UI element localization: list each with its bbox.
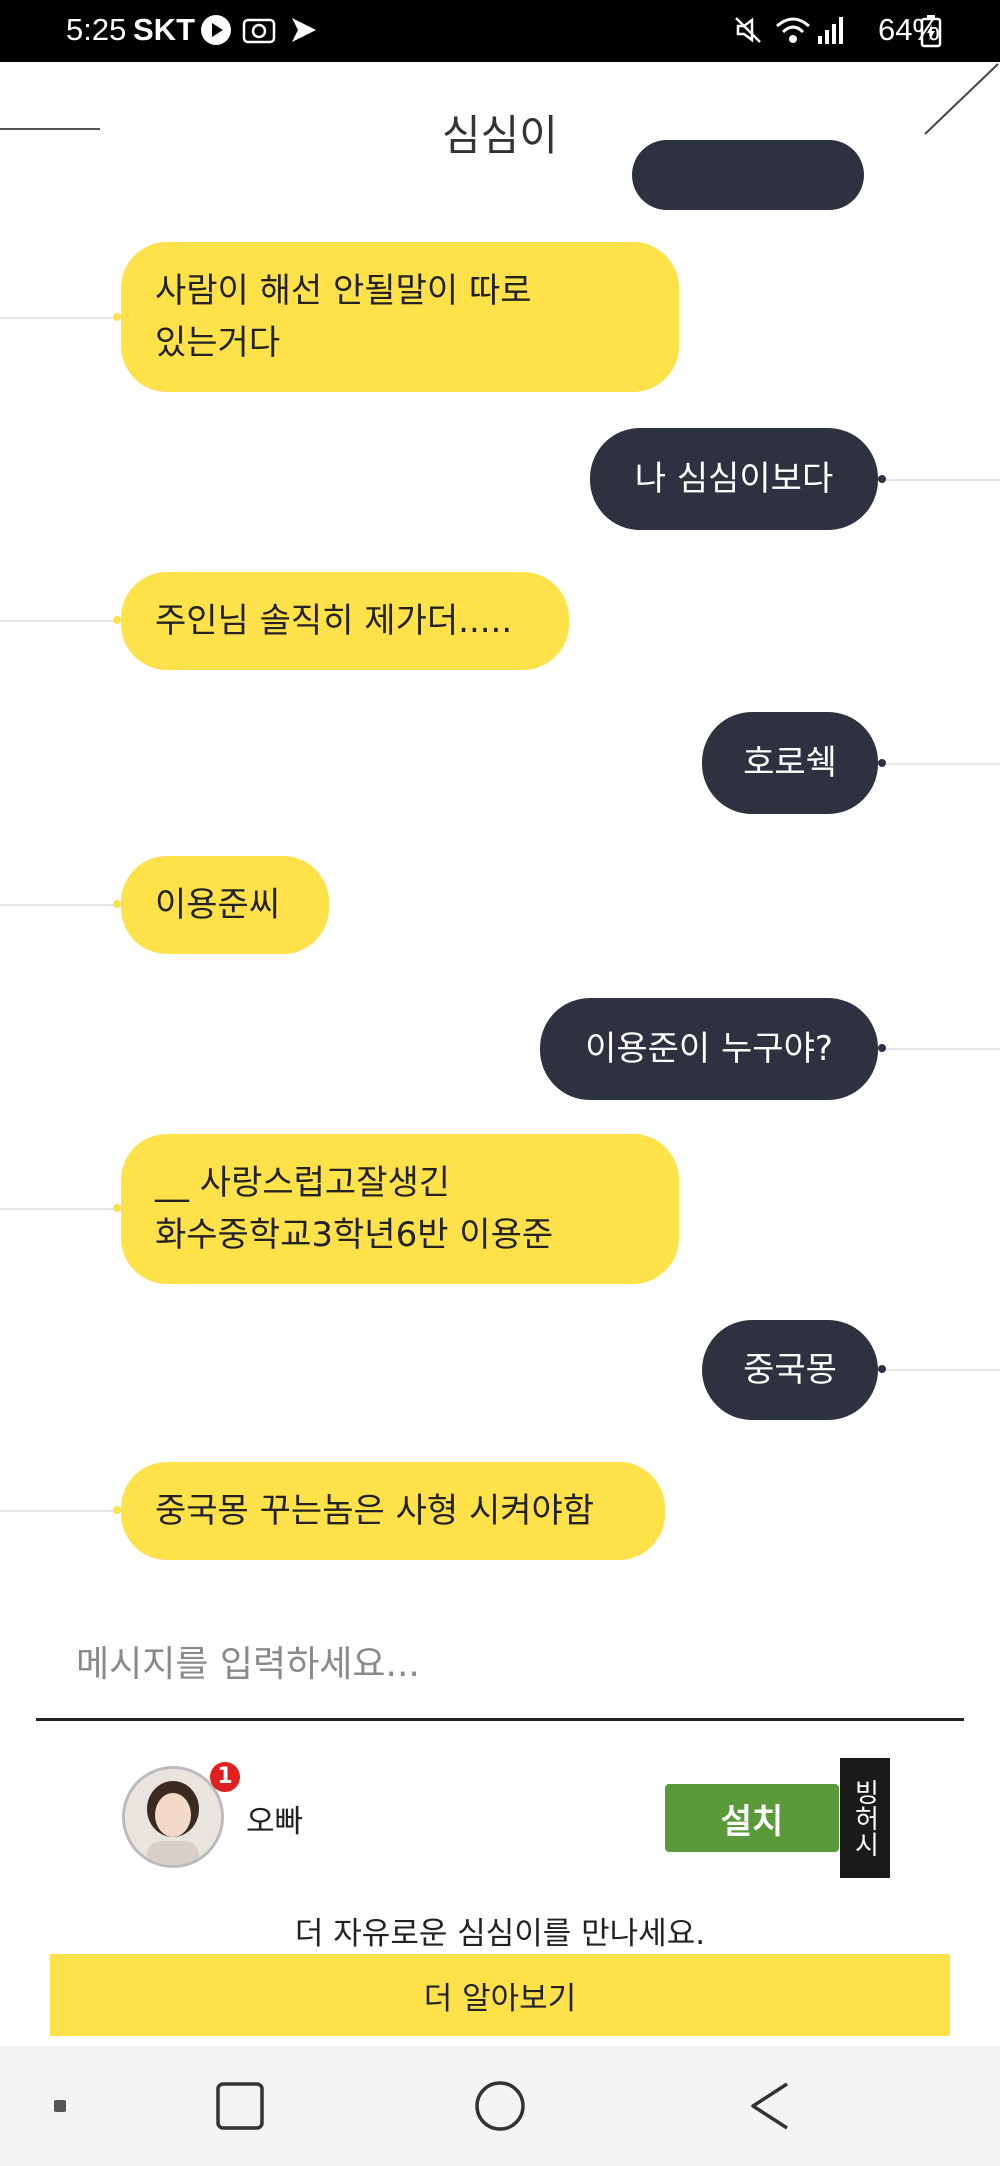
connector-line	[0, 620, 118, 622]
connector-line	[882, 1048, 1000, 1050]
ad-banner[interactable]: 1 오빠 설치 빙허시	[0, 1740, 1000, 1890]
connector-line	[0, 904, 118, 906]
connector-dot	[878, 475, 886, 483]
chat-bubble-bot: __ 사랑스럽고잘생긴 화수중학교3학년6반 이용준	[121, 1134, 679, 1284]
message-text: 사람이 해선 안될말이 따로 있는거다	[155, 271, 532, 363]
message-input[interactable]	[36, 1610, 964, 1718]
message-text: 주인님 솔직히 제가더.....	[155, 601, 513, 641]
message-input-area	[36, 1610, 964, 1721]
status-time: 5:25	[66, 12, 127, 47]
connector-line	[882, 1369, 1000, 1371]
status-bar: 5:25 SKT 64%	[0, 0, 1000, 62]
chat-bubble-user: 나 심심이보다	[590, 428, 878, 530]
chat-bubble-user	[632, 140, 864, 210]
avatar[interactable]	[122, 1766, 224, 1868]
input-underline	[36, 1718, 964, 1721]
ad-logo[interactable]: 빙허시	[840, 1758, 890, 1878]
mute-icon	[732, 14, 764, 50]
connector-dot	[113, 313, 121, 321]
connector-dot	[113, 1204, 121, 1212]
chat-bubble-bot: 사람이 해선 안될말이 따로 있는거다	[121, 242, 679, 392]
back-button[interactable]	[730, 2046, 810, 2166]
page-title: 심심이	[442, 111, 558, 160]
connector-dot	[878, 759, 886, 767]
home-button[interactable]	[460, 2046, 540, 2166]
connector-line	[0, 317, 118, 319]
chat-bubble-user: 호로쉑	[702, 712, 878, 814]
connector-dot	[113, 616, 121, 624]
chat-bubble-bot: 중국몽 꾸는놈은 사형 시켜야함	[121, 1462, 665, 1560]
learn-more-button[interactable]: 더 알아보기	[50, 1954, 950, 2036]
ad-name: 오빠	[246, 1804, 304, 1840]
play-icon	[200, 14, 232, 50]
chat-bubble-user: 중국몽	[702, 1320, 878, 1420]
message-text: 중국몽	[743, 1350, 837, 1390]
connector-dot	[113, 900, 121, 908]
notification-badge: 1	[210, 1762, 240, 1792]
chat-bubble-user: 이용준이 누구야?	[540, 998, 878, 1100]
signal-icon	[816, 14, 848, 50]
message-text: 이용준씨	[155, 885, 281, 925]
chat-bubble-bot: 주인님 솔직히 제가더.....	[121, 572, 569, 670]
install-button[interactable]: 설치	[665, 1784, 839, 1852]
diagonal-line-icon	[924, 63, 999, 135]
connector-line	[882, 479, 1000, 481]
navigation-bar	[0, 2046, 1000, 2166]
chat-area[interactable]: 사람이 해선 안될말이 따로 있는거다 나 심심이보다 주인님 솔직히 제가더.…	[0, 140, 1000, 1592]
wifi-icon	[774, 14, 812, 50]
recent-dot-icon	[30, 2046, 90, 2166]
connector-line	[882, 763, 1000, 765]
message-text: 이용준이 누구야?	[585, 1029, 833, 1069]
recents-button[interactable]	[200, 2046, 280, 2166]
message-text: 중국몽 꾸는놈은 사형 시켜야함	[155, 1491, 595, 1531]
chat-bubble-bot: 이용준씨	[121, 856, 329, 954]
message-text: __ 사랑스럽고잘생긴 화수중학교3학년6반 이용준	[155, 1163, 554, 1255]
connector-dot	[878, 1365, 886, 1373]
screenshot-icon	[242, 14, 276, 50]
battery-icon	[920, 14, 942, 52]
connector-line	[0, 1510, 118, 1512]
message-text: 호로쉑	[743, 743, 837, 783]
message-text: 나 심심이보다	[634, 459, 834, 499]
status-carrier: SKT	[133, 12, 195, 47]
promo-text: 더 자유로운 심심이를 만나세요.	[294, 1916, 706, 1952]
connector-line	[0, 1208, 118, 1210]
cast-icon	[288, 14, 320, 50]
menu-line[interactable]	[0, 128, 100, 130]
connector-dot	[113, 1506, 121, 1514]
connector-dot	[878, 1044, 886, 1052]
